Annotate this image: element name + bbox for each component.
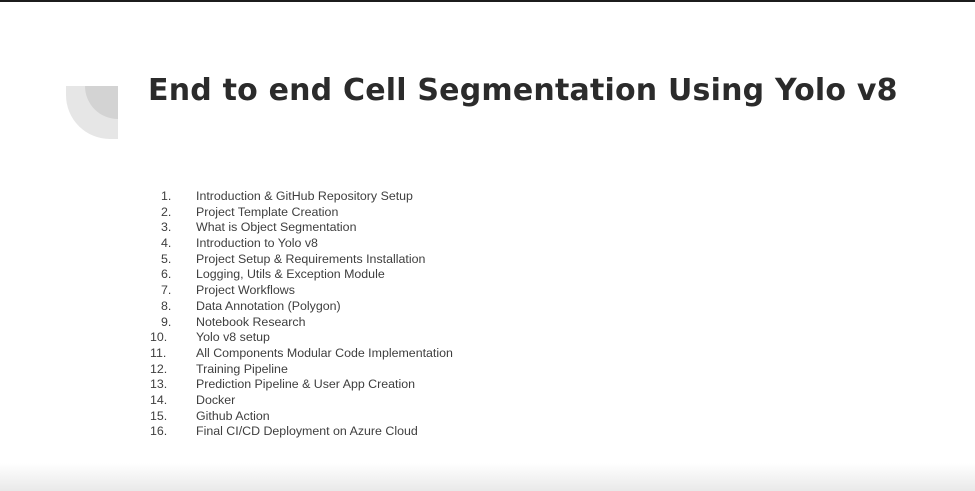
item-number: 7. — [161, 283, 172, 298]
item-label: Notebook Research — [196, 314, 306, 329]
item-label: Project Workflows — [196, 283, 295, 298]
bottom-edge-shadow — [0, 463, 975, 491]
item-label: Github Action — [196, 408, 270, 423]
item-number: 2. — [161, 204, 172, 219]
decorative-quarter-circle-shape — [66, 86, 118, 139]
item-number: 12. — [150, 361, 168, 376]
item-label: Logging, Utils & Exception Module — [196, 267, 385, 282]
list-item: 6. Logging, Utils & Exception Module — [150, 267, 453, 283]
item-number: 3. — [161, 220, 172, 235]
item-label: Docker — [196, 392, 236, 407]
list-item: 5. Project Setup & Requirements Installat… — [150, 252, 453, 268]
item-label: What is Object Segmentation — [196, 220, 357, 235]
list-item: 3. What is Object Segmentation — [150, 220, 453, 236]
item-label: Introduction to Yolo v8 — [196, 236, 318, 251]
item-label: Final CI/CD Deployment on Azure Cloud — [196, 424, 418, 439]
item-number: 14. — [150, 392, 168, 407]
item-label: Project Template Creation — [196, 204, 339, 219]
item-label: Project Setup & Requirements Installatio… — [196, 251, 426, 266]
item-number: 5. — [161, 251, 172, 266]
list-item: 10. Yolo v8 setup — [150, 330, 453, 346]
list-item: 9. Notebook Research — [150, 315, 453, 331]
item-label: Prediction Pipeline & User App Creation — [196, 377, 416, 392]
item-number: 1. — [161, 189, 172, 203]
item-label: Data Annotation (Polygon) — [196, 298, 341, 313]
list-item: 14. Docker — [150, 393, 453, 409]
item-label: Training Pipeline — [196, 361, 288, 376]
list-item: 7. Project Workflows — [150, 283, 453, 299]
item-number: 16. — [150, 424, 168, 439]
item-label: Yolo v8 setup — [196, 330, 270, 345]
list-item: 15. Github Action — [150, 409, 453, 425]
item-number: 8. — [161, 298, 172, 313]
item-number: 10. — [150, 330, 168, 345]
item-number: 9. — [161, 314, 172, 329]
slide-title: End to end Cell Segmentation Using Yolo … — [148, 73, 898, 108]
list-item: 11. All Components Modular Code Implement… — [150, 346, 453, 362]
list-item: 8. Data Annotation (Polygon) — [150, 299, 453, 315]
list-item: 2. Project Template Creation — [150, 205, 453, 221]
list-item: 1. Introduction & GitHub Repository Setup — [150, 189, 453, 205]
agenda-list: 1. Introduction & GitHub Repository Setup… — [150, 189, 453, 440]
item-number: 15. — [150, 408, 168, 423]
list-item: 16. Final CI/CD Deployment on Azure Cloud — [150, 424, 453, 440]
item-label: All Components Modular Code Implementati… — [196, 345, 453, 360]
list-item: 12. Training Pipeline — [150, 362, 453, 378]
list-item: 13. Prediction Pipeline & User App Creati… — [150, 377, 453, 393]
top-border — [0, 0, 975, 2]
list-item: 4. Introduction to Yolo v8 — [150, 236, 453, 252]
item-label: Introduction & GitHub Repository Setup — [196, 189, 413, 203]
item-number: 6. — [161, 267, 172, 282]
item-number: 4. — [161, 236, 172, 251]
item-number: 11. — [150, 345, 167, 360]
item-number: 13. — [150, 377, 168, 392]
